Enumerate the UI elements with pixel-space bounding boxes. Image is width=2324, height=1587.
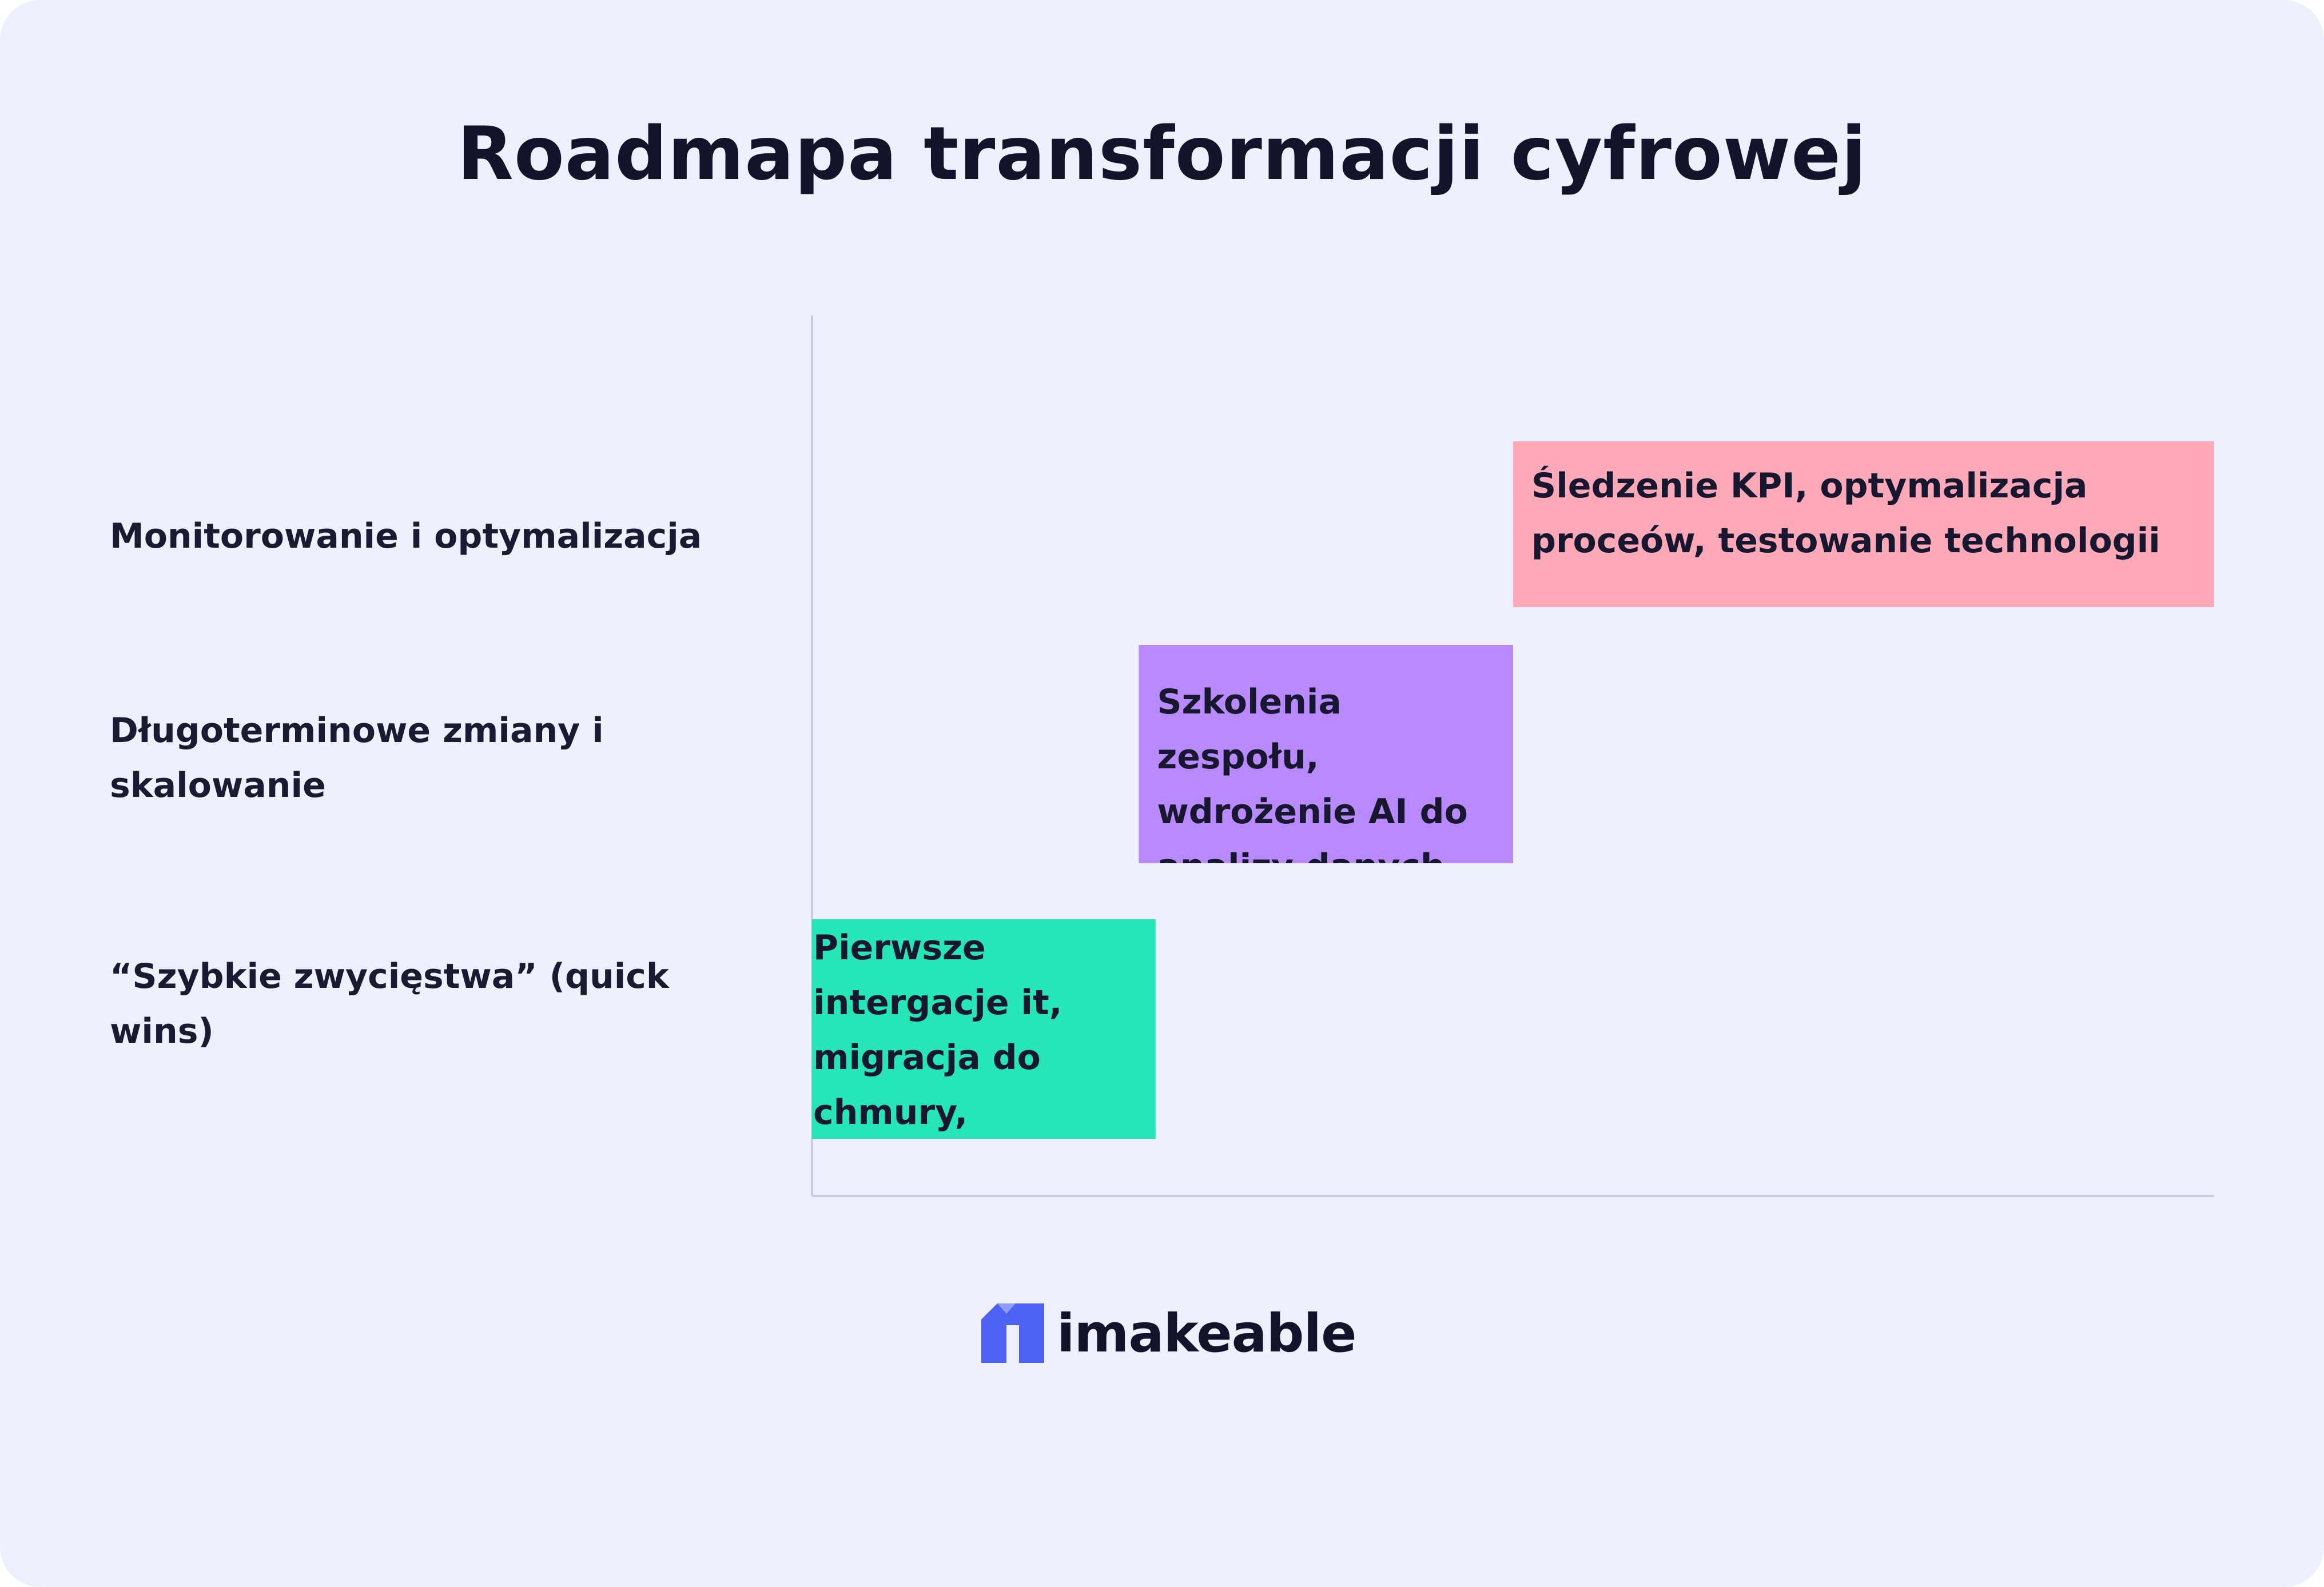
- row-label-monitoring: Monitorowanie i optymalizacja: [110, 516, 702, 556]
- roadmap-bar-0: [1513, 441, 2214, 607]
- roadmap-bar-1: [1139, 645, 1513, 863]
- roadmap-bar-label-2: Pierwsze intergacje it, migracja do chmu…: [813, 928, 1062, 1133]
- roadmap-bar-2: [812, 919, 1156, 1139]
- roadmap-bar-label-0: Śledzenie KPI, optymalizacja proceów, te…: [1531, 466, 2160, 561]
- brand-logo: imakeable: [981, 1299, 1356, 1367]
- roadmap-bar-label-1: Szkolenia zespołu, wdrożenie AI do anali…: [1157, 682, 1468, 863]
- row-label-quick-wins: “Szybkie zwycięstwa” (quick wins): [110, 956, 669, 1051]
- brand-name: imakeable: [1057, 1302, 1356, 1364]
- row-label-long-term: Długoterminowe zmiany i skalowanie: [110, 711, 604, 806]
- imakeable-logo-icon: [981, 1303, 1044, 1363]
- chart-title: Roadmapa transformacji cyfrowej: [457, 111, 1867, 197]
